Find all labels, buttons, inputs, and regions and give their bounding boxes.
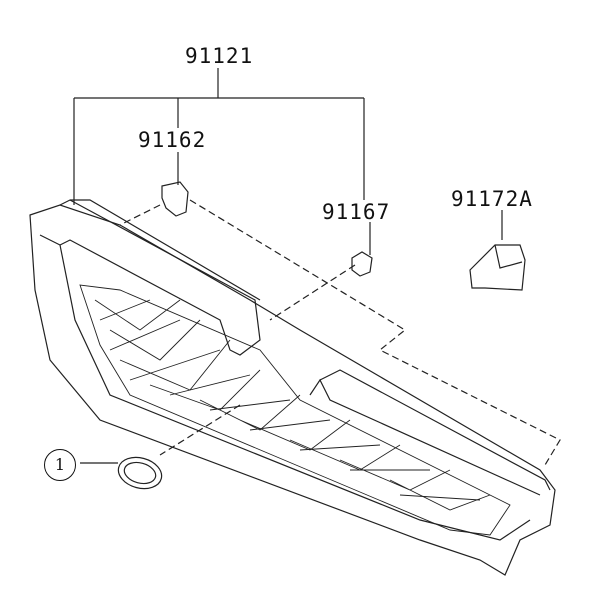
part-label-91162: 91162 [138, 128, 207, 152]
part-label-91167: 91167 [322, 200, 391, 224]
bracket-91172A [469, 244, 526, 291]
leader-lines [73, 68, 503, 464]
grille-mesh [79, 284, 511, 536]
clip-91167 [351, 251, 373, 277]
emblem-reference-circle: 1 [44, 449, 76, 481]
dashed-guides [119, 199, 561, 466]
clip-91162 [161, 181, 189, 217]
part-label-91121: 91121 [185, 44, 254, 68]
grille-frame [29, 199, 556, 576]
emblem [117, 456, 163, 490]
part-label-91172A: 91172A [451, 187, 533, 211]
